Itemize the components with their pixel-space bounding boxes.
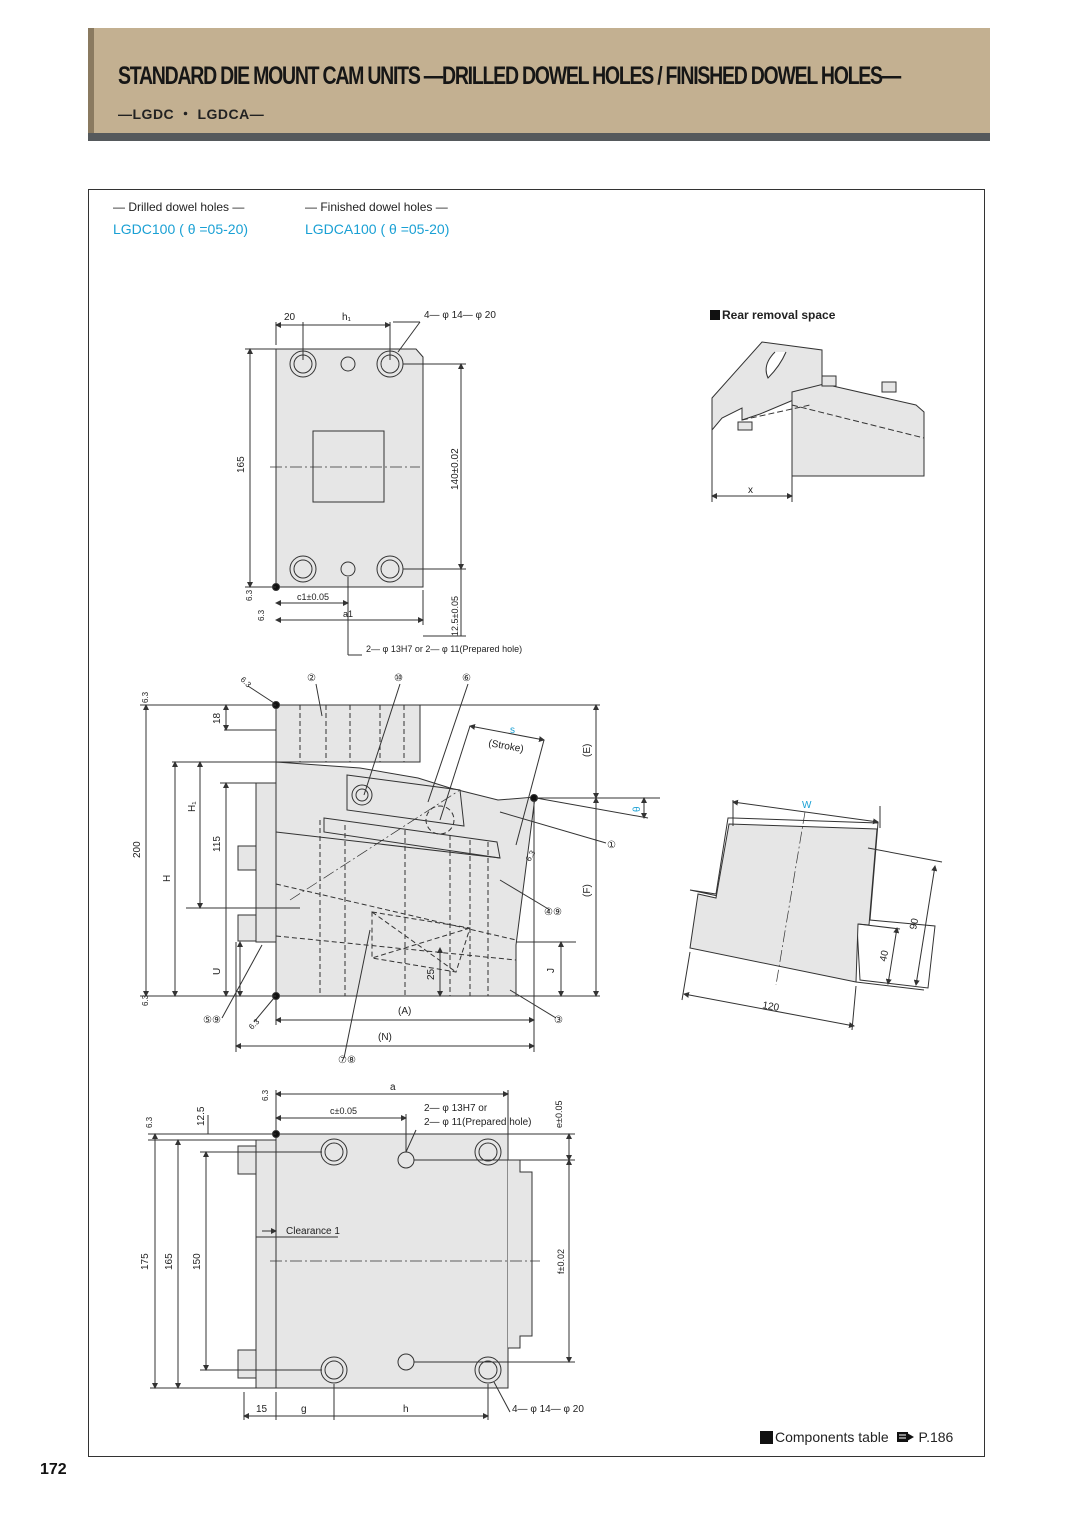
side-surface-mark-top: 6.3 [141, 691, 150, 703]
bottom-dim-c: c±0.05 [330, 1106, 357, 1116]
drawing-frame [88, 189, 985, 1457]
bottom-surface-mark: 6.3 [261, 1089, 270, 1101]
cam-slide-shape [791, 383, 925, 477]
side-dim-N: (N) [378, 1032, 392, 1043]
side-dim-A: (A) [398, 1006, 411, 1017]
top-dim-165: 165 [236, 456, 247, 473]
part-2: ② [307, 673, 316, 684]
side-dim-200: 200 [132, 841, 143, 858]
side-dim-U: U [212, 968, 223, 975]
bottom-dim-15: 15 [256, 1404, 268, 1415]
part-5-9: ⑤⑨ [203, 1015, 221, 1026]
end-block [689, 823, 878, 983]
bottom-surface-mark-2: 6.3 [145, 1116, 154, 1128]
end-view [681, 799, 943, 1031]
bottom-dim-a: a [390, 1082, 396, 1093]
bottom-dim-h: h [403, 1404, 409, 1415]
side-surface-mark-bl: 6.3 [247, 1017, 262, 1032]
top-dim-a1: a1 [343, 609, 353, 619]
page-subtitle: —LGDC ・ LGDCA— [118, 106, 265, 122]
side-dim-115: 115 [212, 836, 223, 852]
bottom-dim-150: 150 [192, 1253, 203, 1270]
part-10: ⑩ [394, 673, 403, 684]
end-dim-W: W [802, 800, 812, 811]
components-table-label: Components table [775, 1429, 889, 1445]
variant-model-finished: LGDCA100 ( θ =05-20) [305, 221, 450, 237]
side-dim-25: 25 [426, 968, 437, 980]
components-table-reference[interactable]: Components table P.186 [760, 1429, 953, 1445]
reference-arrow-icon [896, 1432, 914, 1442]
end-dim-90: 90 [908, 917, 921, 931]
top-dim-140: 140±0.02 [450, 448, 461, 490]
top-dowel-callout: 2— φ 13H7 or 2— φ 11(Prepared hole) [366, 644, 522, 654]
side-dim-E: (E) [582, 744, 593, 757]
header-band [88, 28, 990, 136]
side-dim-H1: H₁ [187, 801, 198, 812]
bottom-dowel-callout-1: 2— φ 13H7 or [424, 1103, 488, 1114]
top-view [245, 321, 466, 656]
side-dim-18: 18 [212, 712, 223, 724]
rear-removal-label: Rear removal space [710, 308, 835, 322]
rear-removal-sketch [711, 341, 925, 502]
rear-removal-text: Rear removal space [722, 308, 836, 322]
bottom-dim-f: f±0.02 [556, 1249, 566, 1274]
driver-block [275, 704, 421, 763]
page-title: STANDARD DIE MOUNT CAM UNITS —DRILLED DO… [118, 62, 901, 90]
top-surface-mark-2: 6.3 [257, 609, 266, 621]
side-stroke-s: s [510, 725, 515, 736]
rear-dim-x: x [748, 485, 753, 496]
side-surface-mark-bottom: 6.3 [141, 994, 150, 1006]
bottom-dim-e: e±0.05 [554, 1101, 564, 1128]
part-3: ③ [554, 1015, 563, 1026]
top-dim-c1: c1±0.05 [297, 592, 329, 602]
bottom-dim-g: g [301, 1404, 307, 1415]
center-pocket [312, 430, 385, 503]
top-surface-mark: 6.3 [245, 589, 254, 601]
cam-driver-shape [711, 341, 823, 432]
part-1: ① [607, 840, 616, 851]
square-bullet-icon [760, 1431, 773, 1444]
top-holes-callout: 4— φ 14— φ 20 [424, 310, 496, 321]
bottom-dowel-callout-2: 2— φ 11(Prepared hole) [424, 1117, 531, 1128]
part-6: ⑥ [462, 673, 471, 684]
end-dim-120: 120 [761, 1000, 780, 1014]
side-view [140, 683, 660, 1059]
side-dim-J: J [546, 968, 557, 973]
bottom-dim-165: 165 [164, 1253, 175, 1270]
part-7-8: ⑦⑧ [338, 1055, 356, 1066]
side-dim-H: H [162, 875, 173, 882]
top-dim-h1: h₁ [342, 312, 352, 323]
bottom-dim-12-5: 12.5 [196, 1106, 207, 1126]
variant-heading-finished: — Finished dowel holes — [305, 200, 448, 214]
header-edge [88, 28, 94, 141]
part-4-9: ④⑨ [544, 907, 562, 918]
top-dim-12-5: 12.5±0.05 [450, 596, 460, 636]
variant-model-drilled: LGDC100 ( θ =05-20) [113, 221, 249, 237]
bottom-holes-callout: 4— φ 14— φ 20 [512, 1404, 584, 1415]
bottom-view [148, 1090, 575, 1420]
end-dim-40: 40 [878, 949, 891, 963]
bottom-clearance: Clearance 1 [286, 1226, 340, 1237]
side-dim-F: (F) [582, 884, 593, 897]
bottom-dim-175: 175 [140, 1253, 151, 1270]
side-stroke-label: (Stroke) [487, 738, 524, 755]
top-dim-20: 20 [284, 312, 296, 323]
variant-heading-drilled: — Drilled dowel holes — [113, 200, 245, 214]
components-page-ref[interactable]: P.186 [918, 1429, 954, 1445]
header-shadow-bar [88, 133, 990, 141]
side-theta: θ [632, 806, 643, 812]
page-number: 172 [40, 1461, 67, 1478]
square-bullet-icon [710, 310, 720, 320]
